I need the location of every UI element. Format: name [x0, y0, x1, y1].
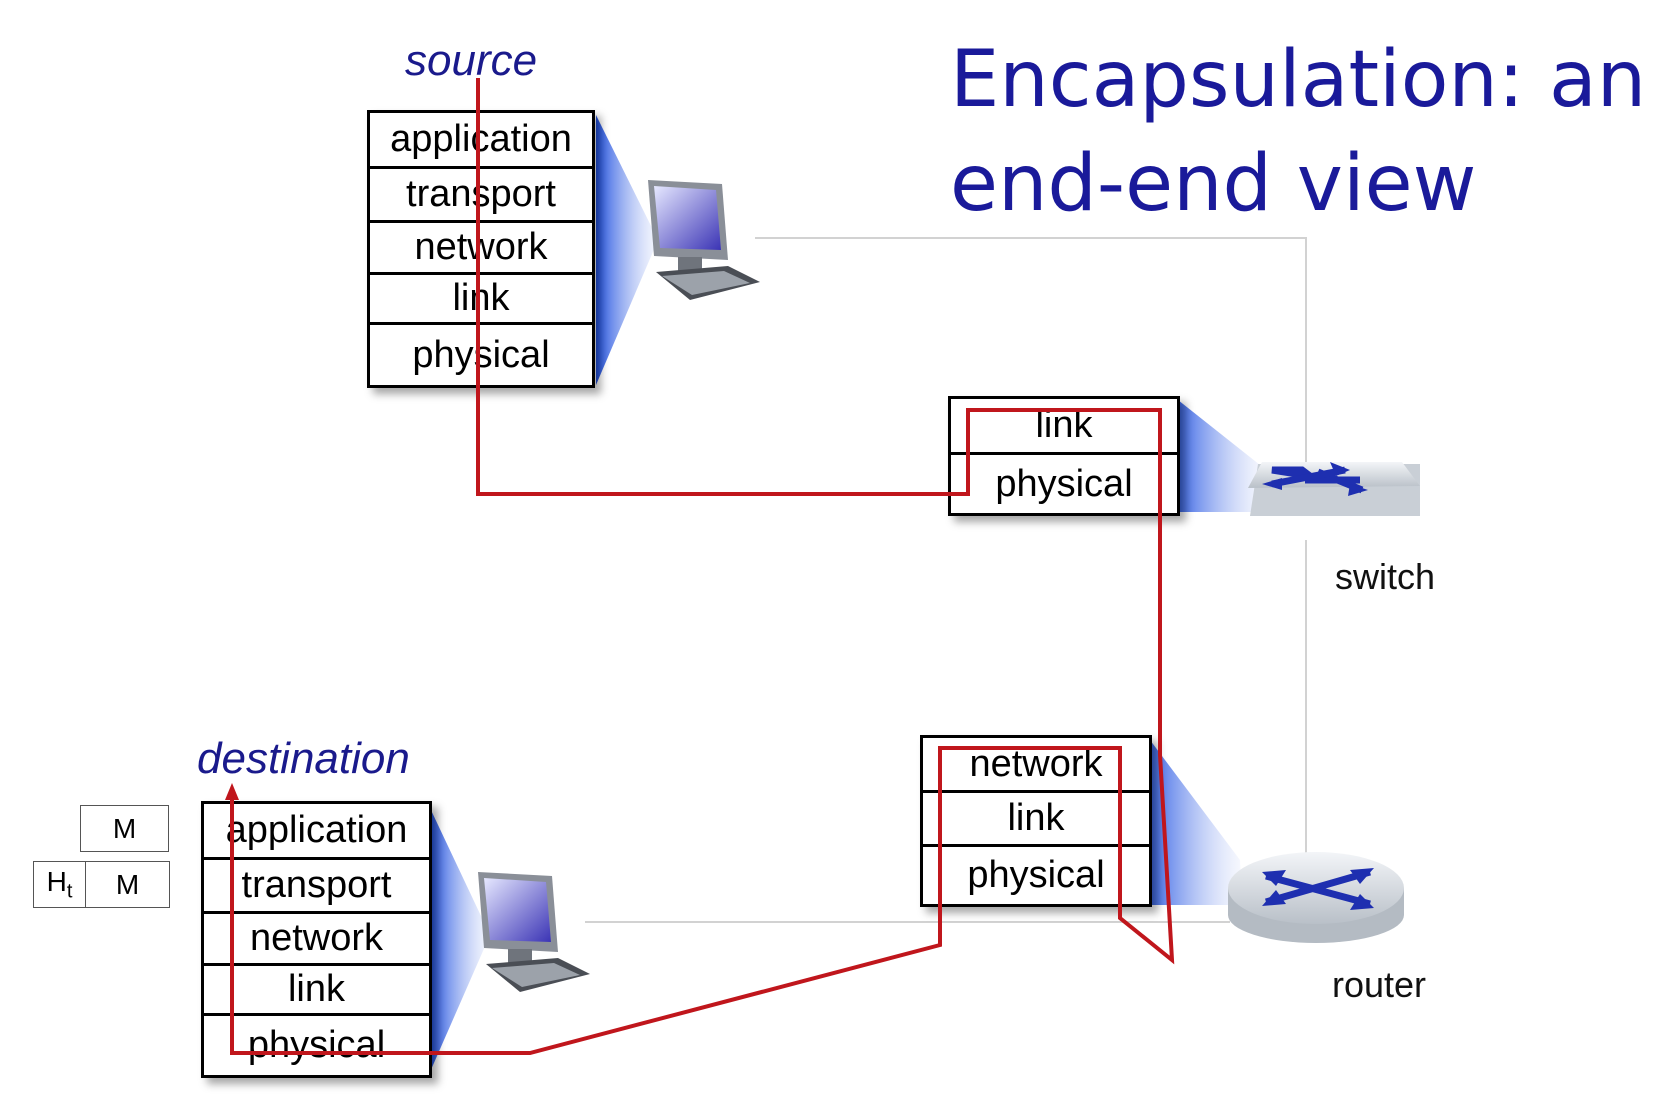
switch-layer-physical: physical	[995, 462, 1133, 505]
switch-protocol-stack: link physical	[948, 396, 1180, 516]
router-label: router	[1332, 964, 1427, 1005]
destination-protocol-stack: application transport network link physi…	[201, 801, 432, 1078]
switch-label: switch	[1335, 556, 1436, 597]
router-protocol-stack: network link physical	[920, 735, 1152, 907]
switch-icon	[1248, 462, 1420, 516]
message-m-label: M	[112, 812, 137, 844]
segment-m-label: M	[115, 868, 140, 900]
source-layer-network: network	[370, 223, 592, 275]
destination-layer-network: network	[204, 914, 429, 966]
source-layer-application: application	[370, 113, 592, 169]
switch-layer-link: link	[951, 399, 1177, 455]
title-line-2: end-end view	[950, 139, 1477, 229]
destination-layer-application: application	[204, 804, 429, 860]
router-glow	[1150, 740, 1242, 905]
source-glow	[596, 115, 658, 385]
transport-header-box: Ht	[33, 861, 86, 908]
source-layer-link: link	[370, 275, 592, 325]
source-layer-transport: transport	[370, 169, 592, 223]
transport-header-label: Ht	[46, 865, 73, 903]
switch-glow	[1178, 400, 1265, 512]
message-box-application: M	[80, 805, 169, 852]
destination-computer-icon	[478, 872, 590, 992]
destination-layer-transport: transport	[204, 860, 429, 914]
destination-label: destination	[197, 734, 410, 783]
slide-title: Encapsulation: an end-end view	[950, 28, 1670, 236]
router-layer-network: network	[923, 738, 1149, 793]
source-layer-physical: physical	[412, 333, 550, 376]
destination-layer-link: link	[204, 966, 429, 1016]
source-label: source	[405, 36, 538, 85]
segment-payload-box: M	[85, 861, 170, 908]
router-icon	[1228, 852, 1404, 943]
destination-layer-physical: physical	[247, 1024, 386, 1066]
destination-glow	[430, 808, 490, 1072]
source-computer-icon	[648, 180, 760, 300]
router-layer-link: link	[923, 793, 1149, 847]
source-protocol-stack: application transport network link physi…	[367, 110, 595, 388]
title-line-1: Encapsulation: an	[950, 35, 1647, 125]
router-layer-physical: physical	[967, 854, 1105, 896]
